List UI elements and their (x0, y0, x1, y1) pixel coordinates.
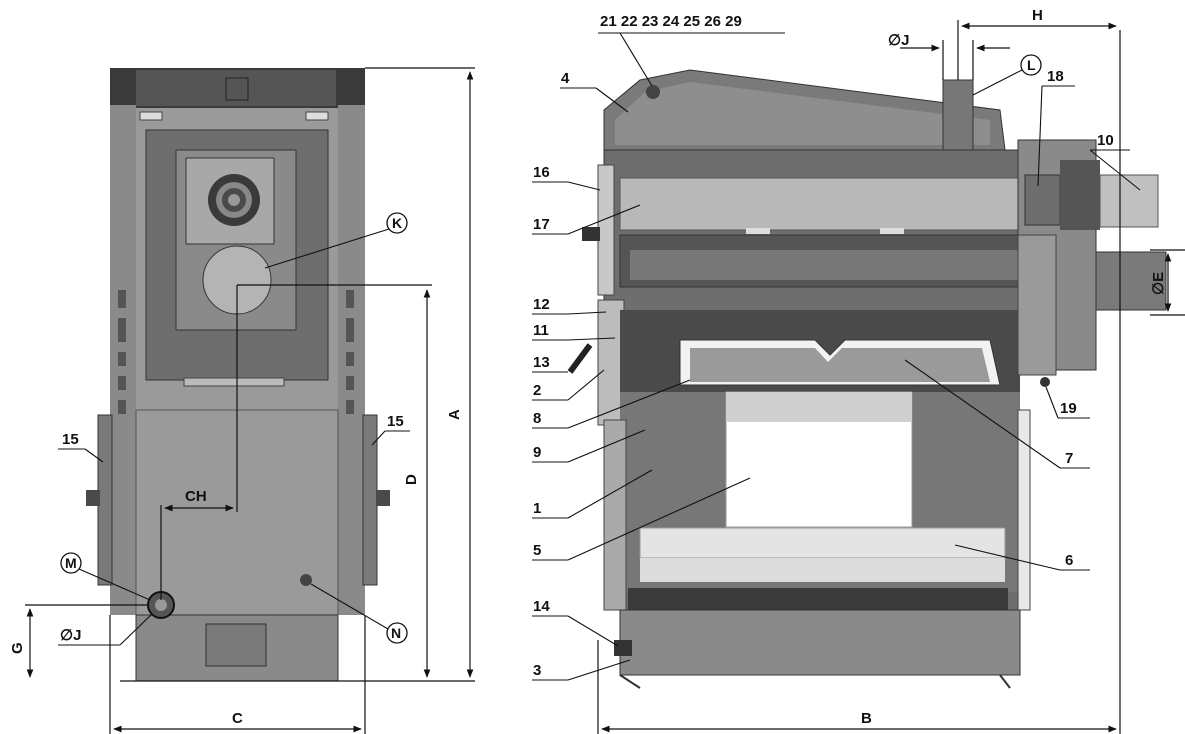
part-17: 17 (533, 216, 550, 233)
dim-j-side-label: ∅J (888, 32, 909, 49)
part-6: 6 (1065, 552, 1073, 569)
side-door-16 (597, 164, 615, 296)
side-knob-17 (582, 227, 600, 241)
part-14: 14 (533, 598, 550, 615)
side-view: B H ∅J ∅E L 21 22 23 24 25 26 29 4 16 17… (532, 7, 1185, 734)
side-base-3 (619, 609, 1021, 676)
part-10: 10 (1097, 132, 1114, 149)
side-upper-tube (619, 177, 1026, 231)
part-2: 2 (533, 382, 541, 399)
callout-m: M (65, 555, 77, 571)
side-door-9 (603, 419, 627, 611)
top-part-group: 21 22 23 24 25 26 29 (600, 13, 742, 30)
dim-ch-label: CH (185, 488, 207, 505)
part-11: 11 (533, 322, 549, 339)
part-15-right: 15 (387, 413, 404, 430)
connection-n (300, 574, 312, 586)
dim-g-label: G (9, 642, 26, 654)
part-3: 3 (533, 662, 541, 679)
front-view: A D CH G ∅J C K M N 15 15 (9, 67, 475, 734)
part-9: 9 (533, 444, 541, 461)
side-flue-outlet-e (1095, 251, 1167, 311)
dim-c-label: C (232, 710, 243, 727)
front-left-handle (97, 414, 113, 586)
part-1: 1 (533, 500, 541, 517)
part-18: 18 (1047, 68, 1064, 85)
front-right-handle (362, 414, 378, 586)
part-16: 16 (533, 164, 550, 181)
part-7: 7 (1065, 450, 1073, 467)
part-15-left: 15 (62, 431, 79, 448)
part-4: 4 (561, 70, 570, 87)
part-8: 8 (533, 410, 541, 427)
dim-h-label: H (1032, 7, 1043, 24)
side-knob-14 (614, 640, 632, 656)
dim-e-label: ∅E (1150, 272, 1167, 295)
side-ash-drawer-6 (639, 527, 1006, 559)
part-12: 12 (533, 296, 550, 313)
callout-n: N (391, 625, 401, 641)
front-inspection-cover (205, 623, 267, 667)
side-flue-pipe (942, 79, 974, 156)
side-fan-10 (1099, 174, 1159, 228)
dim-d-label: D (403, 474, 420, 485)
dim-b-label: B (861, 710, 872, 727)
part-5: 5 (533, 542, 541, 559)
callout-k: K (392, 215, 402, 231)
dim-a-label: A (446, 409, 463, 420)
front-flue-stub (225, 77, 249, 101)
part-13: 13 (533, 354, 550, 371)
part-19: 19 (1060, 400, 1077, 417)
dim-j-front-label: ∅J (60, 627, 81, 644)
callout-l: L (1027, 57, 1036, 73)
